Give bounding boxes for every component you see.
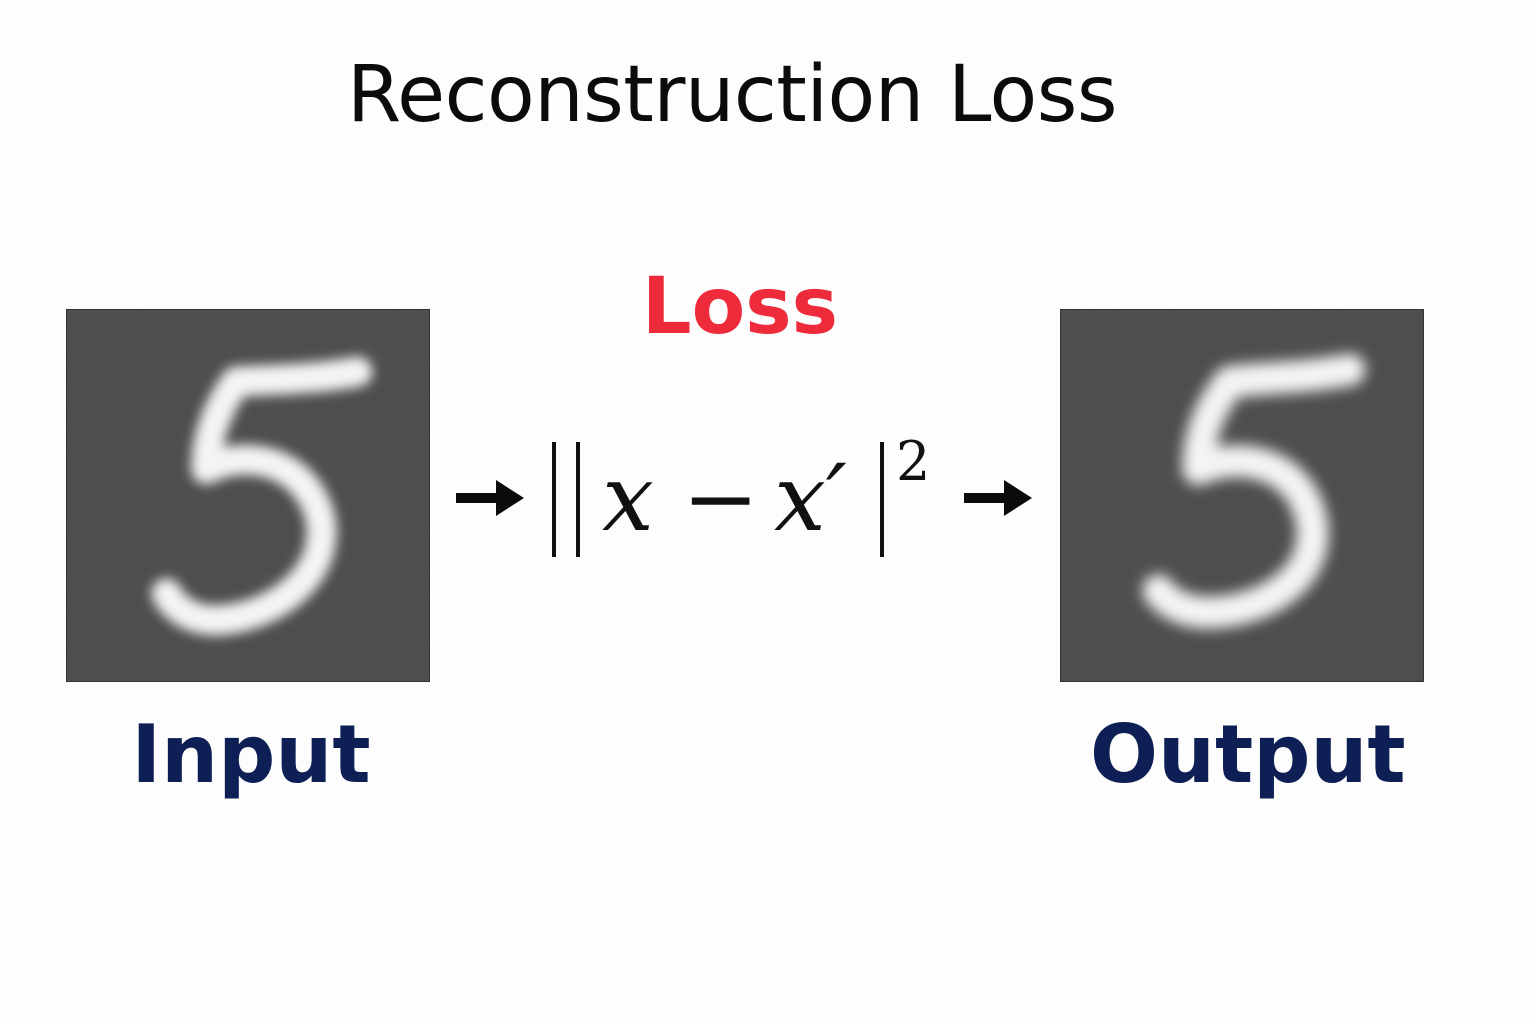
norm-bar-left-2: [576, 442, 580, 557]
output-label: Output: [1090, 708, 1406, 801]
norm-bar-right: [880, 442, 884, 557]
norm-bar-left-1: [552, 442, 556, 557]
digit-stroke: [1142, 353, 1366, 629]
formula-x: x: [602, 445, 654, 552]
digit-stroke: [151, 356, 373, 636]
output-digit-five: [1061, 310, 1423, 681]
loss-label: Loss: [641, 262, 839, 352]
formula-x-prime: x′: [774, 445, 847, 552]
page-title: Reconstruction Loss: [346, 50, 1118, 140]
formula-exponent: 2: [896, 430, 930, 493]
right-arrow-icon: [964, 480, 1032, 516]
input-label: Input: [131, 708, 371, 801]
loss-formula: x − x′ 2: [540, 420, 960, 570]
output-image: [1060, 309, 1424, 682]
input-digit-five: [67, 310, 429, 681]
formula-minus: −: [682, 445, 759, 552]
right-arrow-icon: [456, 480, 524, 516]
input-image: [66, 309, 430, 682]
